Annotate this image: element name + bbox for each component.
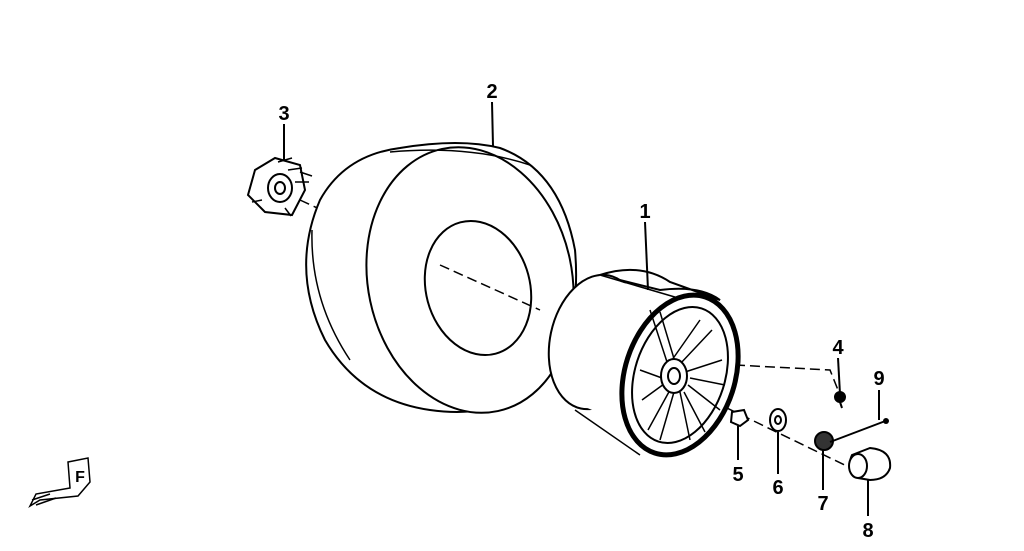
axis-line-rim-cap (699, 394, 856, 471)
nut (729, 408, 750, 428)
rim-spokes (639, 309, 726, 441)
callout-9: 9 (873, 368, 884, 390)
cap (848, 446, 892, 482)
callout-8: 8 (862, 520, 873, 542)
cotter-pin (829, 418, 889, 443)
wheel-hub (246, 156, 313, 217)
callout-6: 6 (772, 477, 783, 499)
front-marker-letter: F (75, 469, 85, 486)
axis-line-valve (734, 364, 841, 396)
valve (834, 391, 846, 409)
callout-3: 3 (278, 103, 289, 125)
washer (769, 408, 787, 432)
wheel-rim (547, 268, 741, 458)
leader-lines (283, 101, 880, 516)
callout-1: 1 (639, 201, 650, 223)
tire (305, 142, 578, 414)
callout-7: 7 (817, 493, 828, 515)
front-direction-marker: F (28, 457, 91, 508)
callout-2: 2 (486, 81, 497, 103)
callout-5: 5 (732, 464, 743, 486)
callout-4: 4 (832, 337, 844, 359)
